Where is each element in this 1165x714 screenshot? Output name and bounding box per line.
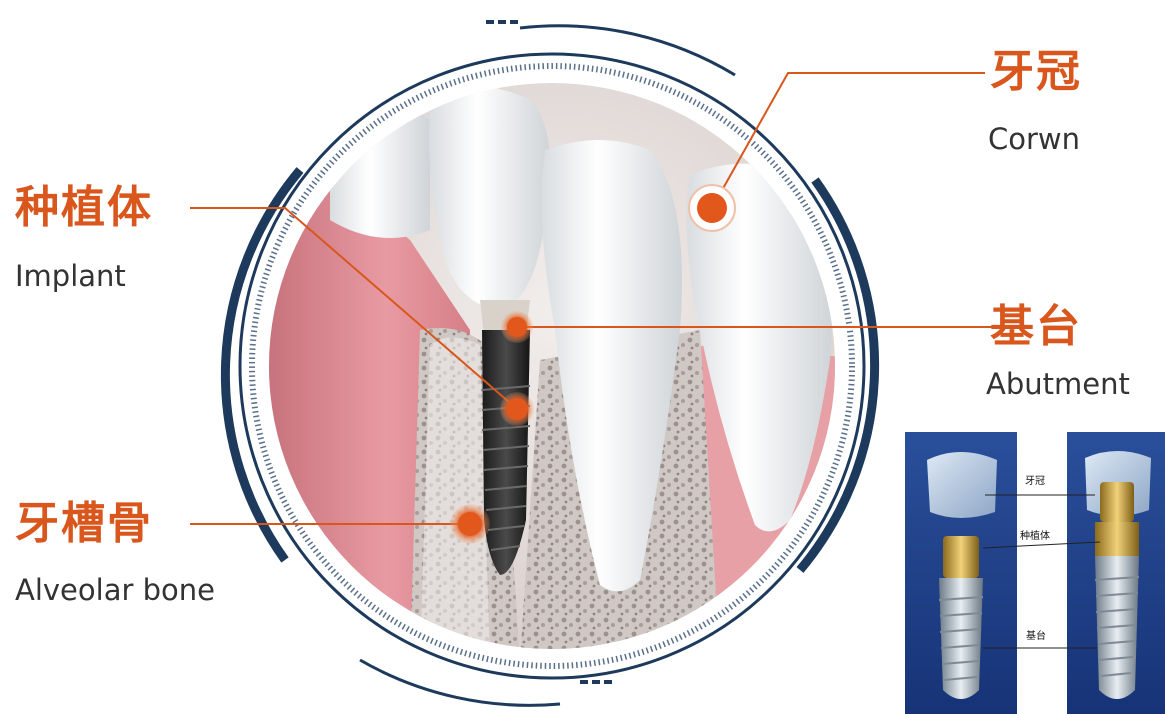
crown-label-zh: 牙冠 [990, 50, 1082, 94]
bone-label-zh: 牙槽骨 [15, 502, 153, 546]
bone-label-en: Alveolar bone [15, 576, 215, 605]
photo-label-crown: 牙冠 [1025, 477, 1045, 487]
implant-photo-panel: 牙冠 种植体 基台 [905, 432, 1165, 714]
abutment-label-en: Abutment [986, 370, 1130, 399]
implant-label-zh: 种植体 [15, 186, 153, 230]
photo-label-implant: 种植体 [1020, 532, 1050, 542]
implant-label-en: Implant [15, 262, 126, 291]
photo-label-abutment: 基台 [1026, 632, 1046, 642]
crown-label-en: Corwn [988, 125, 1080, 154]
abutment-label-zh: 基台 [990, 305, 1082, 349]
jaw-cross-section [260, 80, 860, 660]
implant-photo [905, 432, 1165, 714]
